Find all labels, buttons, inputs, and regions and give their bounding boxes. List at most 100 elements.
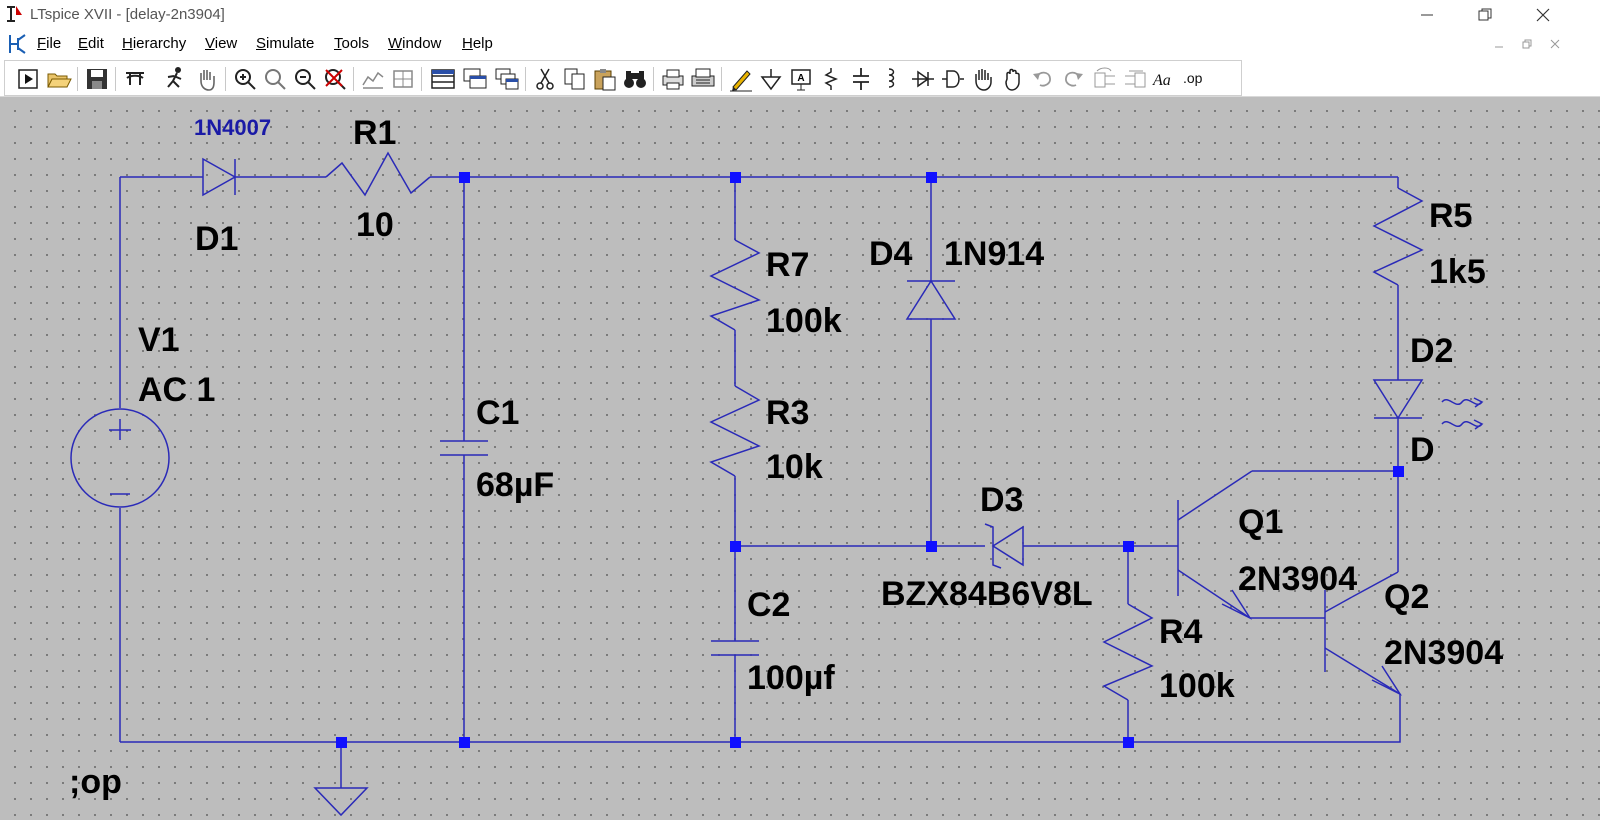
draw-wire-icon[interactable] [727, 65, 755, 93]
diode-d1[interactable] [197, 157, 237, 197]
menu-file[interactable]: File [37, 35, 62, 52]
ltspice-app-icon[interactable] [4, 3, 26, 25]
r4-value-label[interactable]: 100k [1159, 667, 1235, 705]
d2-ref-label[interactable]: D2 [1410, 332, 1453, 370]
d4-value-label[interactable]: 1N914 [944, 235, 1044, 273]
text-icon[interactable]: Aa [1151, 65, 1179, 93]
resistor-icon[interactable] [817, 65, 845, 93]
d2-value-label[interactable]: D [1410, 431, 1435, 469]
run-icon[interactable] [15, 65, 43, 93]
capacitor-c2[interactable] [711, 640, 759, 656]
cut-icon[interactable] [531, 65, 559, 93]
toolbar-separator [115, 67, 116, 91]
component-icon[interactable] [939, 65, 967, 93]
minimize-button[interactable] [1398, 0, 1456, 30]
r7-value-label[interactable]: 100k [766, 302, 842, 340]
move-icon[interactable] [969, 65, 997, 93]
r7-ref-label[interactable]: R7 [766, 246, 809, 284]
capacitor-icon[interactable] [847, 65, 875, 93]
r5-ref-label[interactable]: R5 [1429, 197, 1472, 235]
schematic-canvas[interactable]: V1 AC 1 D1 1N4007 R1 10 C1 68µF R7 100k … [0, 97, 1600, 820]
r4-ref-label[interactable]: R4 [1159, 613, 1203, 651]
doc-close-button[interactable] [1544, 34, 1566, 54]
schematic-doc-icon[interactable] [6, 32, 28, 56]
q2-value-label[interactable]: 2N3904 [1384, 634, 1503, 672]
transistor-q2[interactable] [1324, 590, 1403, 696]
autorange-icon[interactable] [359, 65, 387, 93]
r1-ref-label[interactable]: R1 [353, 114, 396, 152]
undo-icon[interactable] [1029, 65, 1057, 93]
menu-tools[interactable]: Tools [334, 35, 370, 52]
c2-ref-label[interactable]: C2 [747, 586, 790, 624]
find-icon[interactable] [621, 65, 649, 93]
mirror-icon[interactable] [1121, 65, 1149, 93]
label-net-icon[interactable]: A [787, 65, 815, 93]
print-setup-icon[interactable] [659, 65, 687, 93]
menu-window[interactable]: Window [388, 35, 442, 52]
zener-diode-d3[interactable] [984, 523, 1024, 569]
c2-value-label[interactable]: 100µf [747, 659, 835, 697]
menu-edit[interactable]: Edit [78, 35, 104, 52]
menu-help[interactable]: Help [462, 35, 493, 52]
menu-view[interactable]: View [205, 35, 238, 52]
resistor-r4[interactable] [1102, 603, 1154, 701]
d1-ref-label[interactable]: D1 [195, 220, 238, 258]
restore-button[interactable] [1456, 0, 1514, 30]
doc-restore-button[interactable] [1516, 34, 1538, 54]
q1-value-label[interactable]: 2N3904 [1238, 560, 1357, 598]
r3-ref-label[interactable]: R3 [766, 394, 809, 432]
pan-icon[interactable] [193, 65, 221, 93]
led-d2[interactable] [1372, 379, 1484, 430]
window-title: LTspice XVII - [delay-2n3904] [30, 6, 225, 23]
d4-ref-label[interactable]: D4 [869, 235, 913, 273]
zoom-rect-icon[interactable] [261, 65, 289, 93]
cascade-icon[interactable] [493, 65, 521, 93]
menu-simulate[interactable]: Simulate [256, 35, 315, 52]
new-schematic-icon[interactable] [429, 65, 457, 93]
c1-value-label[interactable]: 68µF [476, 466, 554, 504]
resistor-r3[interactable] [709, 385, 761, 477]
d3-ref-label[interactable]: D3 [980, 481, 1023, 519]
transistor-q1[interactable] [1177, 470, 1253, 620]
paste-icon[interactable] [591, 65, 619, 93]
new-symbol-icon[interactable] [461, 65, 489, 93]
close-button[interactable] [1514, 0, 1572, 30]
redo-icon[interactable] [1059, 65, 1087, 93]
drag-icon[interactable] [999, 65, 1027, 93]
open-icon[interactable] [45, 65, 73, 93]
ground-symbol[interactable] [313, 787, 369, 817]
zoom-in-icon[interactable] [231, 65, 259, 93]
spice-directive-icon[interactable]: .op [1181, 65, 1209, 93]
copy-icon[interactable] [561, 65, 589, 93]
diode-d4[interactable] [905, 279, 957, 320]
save-icon[interactable] [83, 65, 111, 93]
resistor-r1[interactable] [325, 151, 431, 197]
inductor-icon[interactable] [877, 65, 905, 93]
c1-ref-label[interactable]: C1 [476, 394, 519, 432]
v1-ref-label[interactable]: V1 [138, 321, 180, 359]
zoom-out-icon[interactable] [291, 65, 319, 93]
doc-minimize-button[interactable] [1488, 34, 1510, 54]
r3-value-label[interactable]: 10k [766, 448, 823, 486]
q2-ref-label[interactable]: Q2 [1384, 578, 1429, 616]
capacitor-c1[interactable] [440, 440, 488, 456]
r1-value-label[interactable]: 10 [356, 206, 394, 244]
tile-icon[interactable] [389, 65, 417, 93]
control-panel-icon[interactable] [121, 65, 149, 93]
d3-value-label[interactable]: BZX84B6V8L [881, 575, 1093, 613]
print-icon[interactable] [689, 65, 717, 93]
q1-ref-label[interactable]: Q1 [1238, 503, 1283, 541]
zoom-cancel-icon[interactable] [321, 65, 349, 93]
rotate-icon[interactable] [1091, 65, 1119, 93]
menu-hierarchy[interactable]: Hierarchy [122, 35, 187, 52]
resistor-r7[interactable] [709, 239, 761, 331]
resistor-r5[interactable] [1372, 187, 1424, 286]
v1-value-label[interactable]: AC 1 [138, 371, 215, 409]
ground-icon[interactable] [757, 65, 785, 93]
pick-visible-traces-icon[interactable] [161, 65, 189, 93]
diode-icon[interactable] [909, 65, 937, 93]
r5-value-label[interactable]: 1k5 [1429, 253, 1486, 291]
d1-value-label[interactable]: 1N4007 [194, 115, 271, 140]
spice-directive-op[interactable]: ;op [69, 763, 122, 801]
voltage-source-v1[interactable] [70, 408, 170, 508]
